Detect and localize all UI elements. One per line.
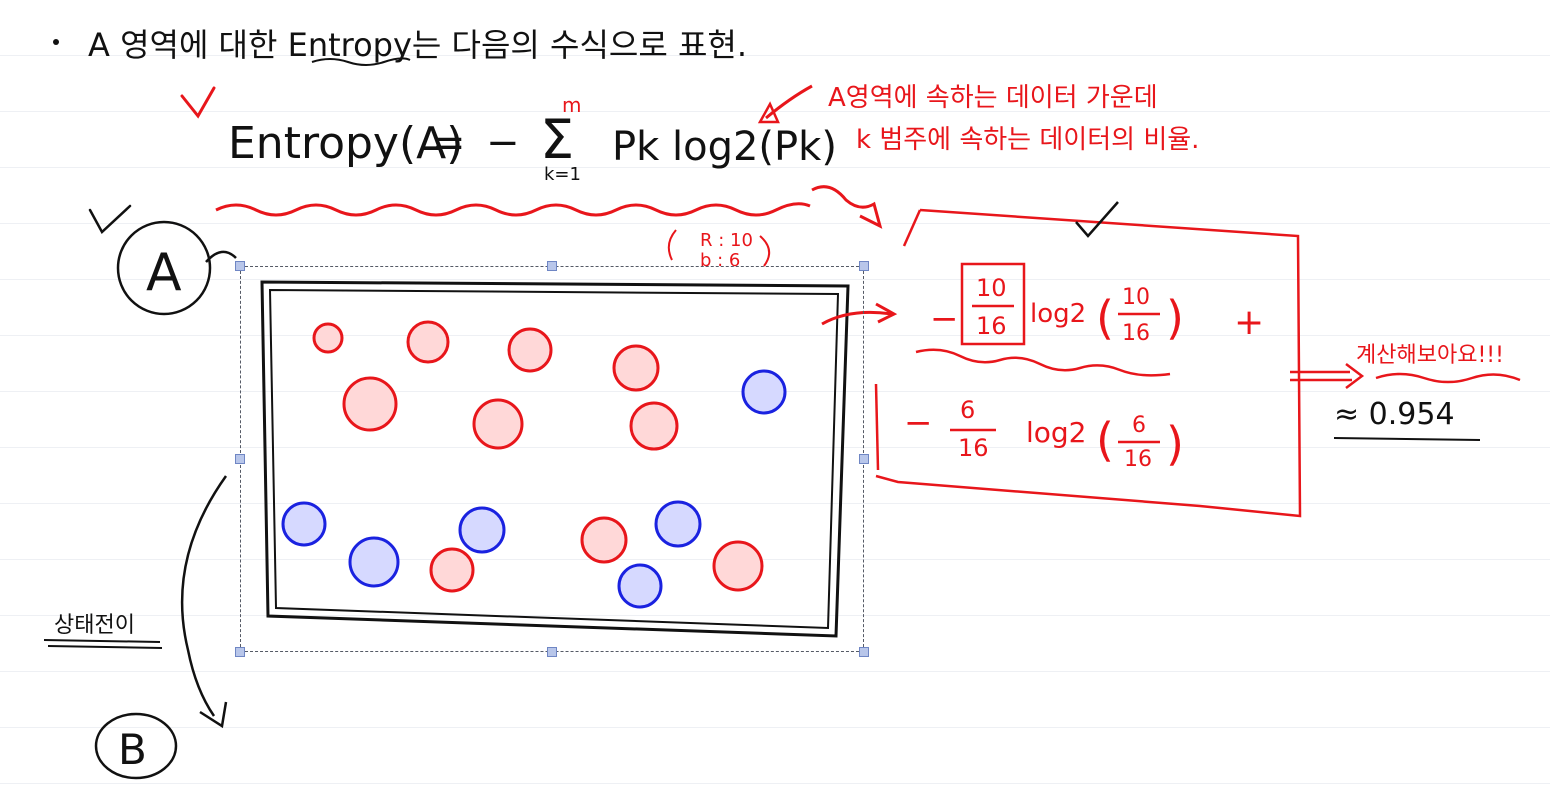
- result-arrow: [1290, 370, 1352, 382]
- red-dot: [507, 327, 553, 373]
- formula-sigma-lower: k=1: [544, 164, 581, 185]
- formula-red-underline: [215, 202, 811, 217]
- formula-sigma: Σ: [540, 108, 574, 171]
- red-dot: [629, 401, 679, 451]
- red-dot: [429, 547, 475, 593]
- calc-term-2-num: 6: [960, 396, 975, 424]
- calc-term-2-log: log2: [1026, 416, 1087, 449]
- calc-minus-1: −: [930, 299, 959, 339]
- calc-term-2-den: 16: [958, 434, 989, 462]
- red-dot: [312, 322, 344, 354]
- selection-box[interactable]: [240, 266, 864, 652]
- blue-dot: [617, 563, 663, 609]
- result-arrow-head-icon: [1345, 363, 1365, 389]
- result-underline: [1333, 437, 1481, 441]
- blue-dot: [281, 501, 327, 547]
- calc-arrow: [821, 310, 893, 326]
- blue-dot: [654, 500, 702, 548]
- resize-handle-top-left[interactable]: [235, 261, 245, 271]
- blue-dot: [741, 369, 787, 415]
- check-icon-red: [180, 86, 216, 119]
- check-icon-calc: [1075, 201, 1119, 238]
- region-b-label: B: [118, 725, 147, 774]
- calc-term-2-lparen: (: [1096, 413, 1114, 467]
- resize-handle-top-right[interactable]: [859, 261, 869, 271]
- split-note: 상태전이: [54, 613, 135, 638]
- red-dot: [406, 320, 450, 364]
- arrow-head-icon: [757, 101, 780, 124]
- calc-box-left-edge: [902, 209, 922, 247]
- calc-term-1-log: log2: [1030, 299, 1086, 329]
- curly-arrow-icon: [811, 185, 883, 229]
- counts-b: b : 6: [700, 250, 740, 271]
- split-arrow-head-icon: [199, 701, 228, 729]
- region-a-pointer: [205, 250, 237, 263]
- formula-minus: −: [486, 120, 520, 166]
- red-dot: [712, 540, 764, 592]
- entropy-underline: [311, 57, 411, 66]
- formula-equals: =: [432, 120, 466, 166]
- region-a-circle: [116, 220, 212, 316]
- calc-term-1-rparen: ): [1166, 291, 1184, 345]
- resize-handle-left[interactable]: [235, 454, 245, 464]
- red-dots: [312, 320, 764, 593]
- calc-term-1-underline: [915, 348, 1171, 377]
- result-note-underline: [1375, 372, 1521, 384]
- resize-handle-bottom[interactable]: [547, 647, 557, 657]
- formula-sigma-upper: m: [562, 93, 581, 117]
- red-dot: [612, 344, 660, 392]
- formula-lhs: Entropy(A): [228, 118, 463, 169]
- calc-term-2-pden: 16: [1124, 447, 1152, 472]
- calc-box-left-bracket: [874, 383, 880, 471]
- calc-box: [875, 208, 1302, 518]
- header-bullet-text: A 영역에 대한 Entropy는 다음의 수식으로 표현.: [88, 26, 747, 64]
- result-value: ≈ 0.954: [1334, 397, 1455, 432]
- calc-term-1-box: [960, 262, 1026, 346]
- blue-dot: [458, 506, 506, 554]
- arrow-to-pk: [765, 84, 813, 120]
- calc-minus-2: −: [904, 403, 933, 443]
- blue-dots: [281, 369, 787, 609]
- red-note-line-2: k 범주에 속하는 데이터의 비율.: [856, 125, 1199, 155]
- counts-left-paren: [667, 229, 677, 261]
- region-b-circle: [94, 712, 178, 780]
- counts-right-paren: [759, 235, 771, 267]
- result-note: 계산해보아요!!!: [1356, 343, 1504, 368]
- red-note-line-1: A영역에 속하는 데이터 가운데: [828, 83, 1158, 113]
- split-note-underline: [43, 639, 163, 649]
- resize-handle-bottom-left[interactable]: [235, 647, 245, 657]
- calc-arrow-head-icon: [875, 302, 898, 324]
- calc-term-1-num: 10: [976, 274, 1007, 302]
- red-dot: [580, 516, 628, 564]
- calc-term-1-pnum: 10: [1122, 285, 1150, 310]
- calc-term-1-lparen: (: [1096, 291, 1114, 345]
- counts-r: R : 10: [700, 230, 753, 251]
- calc-term-1-den: 16: [976, 312, 1007, 340]
- region-box-outer: [260, 280, 850, 638]
- calc-term-2-pnum: 6: [1132, 413, 1146, 438]
- resize-handle-top[interactable]: [547, 261, 557, 271]
- calc-term-2-rparen: ): [1166, 417, 1184, 471]
- red-dot: [342, 376, 398, 432]
- region-box-inner: [268, 288, 840, 630]
- calc-plus: +: [1234, 302, 1264, 343]
- split-arrow: [180, 475, 228, 717]
- check-icon-black: [88, 204, 132, 235]
- calc-term-1-pden: 16: [1122, 321, 1150, 346]
- formula-term: Pk log2(Pk): [612, 124, 837, 170]
- bullet-dot: [53, 39, 59, 45]
- blue-dot: [348, 536, 400, 588]
- red-dot: [472, 398, 524, 450]
- resize-handle-right[interactable]: [859, 454, 869, 464]
- resize-handle-bottom-right[interactable]: [859, 647, 869, 657]
- region-a-label: A: [146, 243, 182, 303]
